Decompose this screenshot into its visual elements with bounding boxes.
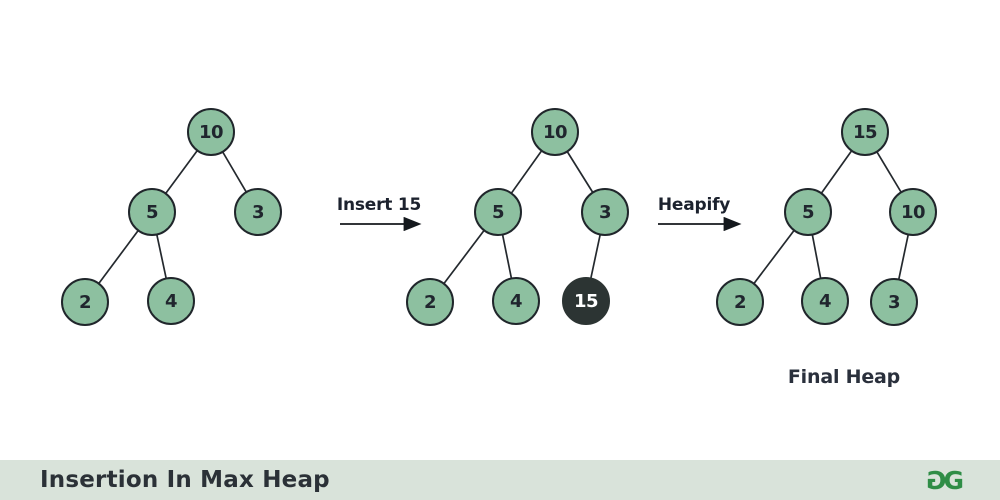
title-bar: Insertion In Max Heap G G [0, 460, 1000, 500]
tree-node-heap-after-insert-5: 5 [474, 188, 522, 236]
tree-node-initial-heap-2: 2 [61, 278, 109, 326]
insert-arrow-label: Insert 15 [336, 195, 422, 215]
tree-node-initial-heap-4: 4 [147, 277, 195, 325]
tree-node-final-heap-3: 3 [870, 278, 918, 326]
logo-letter-right: G [943, 465, 964, 495]
logo-letter-left: G [925, 465, 947, 495]
heapify-arrow-label: Heapify [657, 195, 731, 215]
tree-node-heap-after-insert-10: 10 [531, 108, 579, 156]
tree-node-final-heap-4: 4 [801, 277, 849, 325]
tree-node-initial-heap-5: 5 [128, 188, 176, 236]
geeksforgeeks-logo-icon: G G [926, 460, 964, 500]
tree-node-final-heap-2: 2 [716, 278, 764, 326]
final-heap-caption: Final Heap [787, 366, 901, 388]
tree-node-initial-heap-3: 3 [234, 188, 282, 236]
tree-node-final-heap-10: 10 [889, 188, 937, 236]
tree-node-final-heap-5: 5 [784, 188, 832, 236]
tree-node-final-heap-15: 15 [841, 108, 889, 156]
tree-node-initial-heap-10: 10 [187, 108, 235, 156]
tree-node-heap-after-insert-4: 4 [492, 277, 540, 325]
tree-node-heap-after-insert-3: 3 [581, 188, 629, 236]
tree-node-heap-after-insert-15: 15 [562, 277, 610, 325]
tree-node-heap-after-insert-2: 2 [406, 278, 454, 326]
diagram-title: Insertion In Max Heap [40, 467, 330, 493]
